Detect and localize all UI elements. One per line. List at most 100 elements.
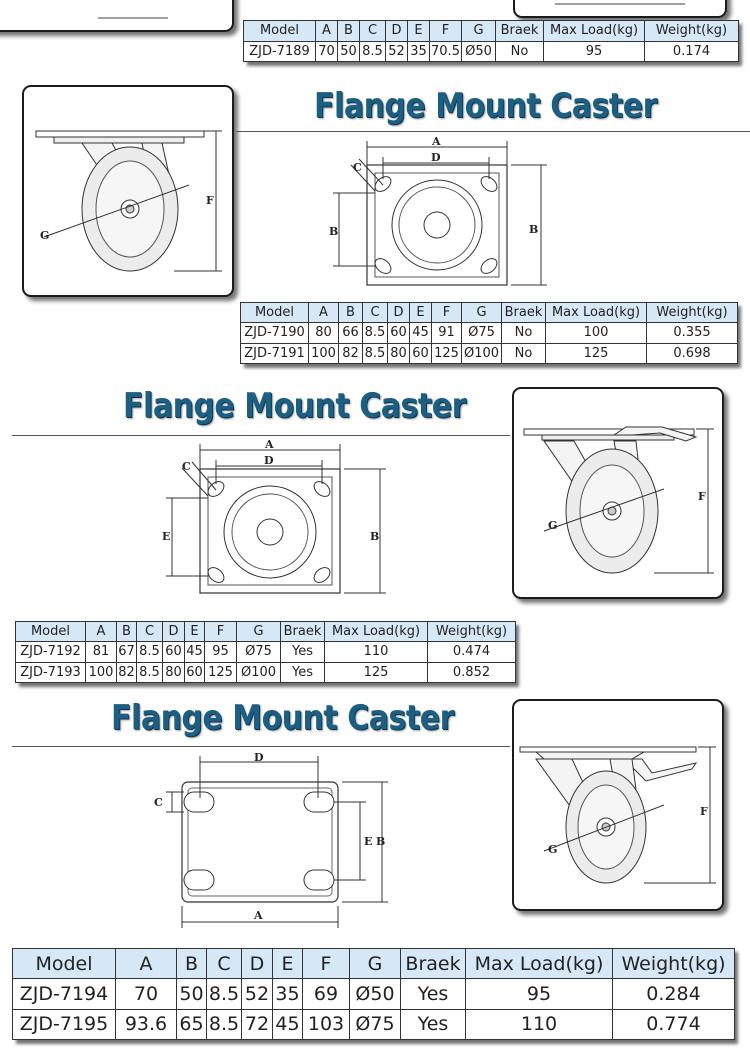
table-row: ZJD-7194 70 50 8.5 52 35 69 Ø50 Yes 95 0…: [12, 978, 735, 1010]
cell-c: 8.5: [206, 1008, 242, 1041]
header-b: B: [116, 620, 137, 643]
cell-e: 35: [272, 978, 303, 1010]
caster-photo-frame-2: F G: [22, 85, 234, 297]
header-brake: Braek: [495, 20, 544, 42]
cell-f: 91: [431, 322, 462, 344]
cell-a: 81: [85, 641, 117, 663]
header-d: D: [385, 20, 408, 42]
label-g: G: [548, 519, 557, 532]
header-a: A: [85, 620, 117, 643]
cell-g: Ø100: [236, 661, 281, 684]
cell-a: 80: [308, 322, 339, 344]
section-title: Flange Mount Caster: [123, 386, 466, 426]
cell-max-load: 125: [324, 661, 428, 684]
header-e: E: [272, 947, 303, 980]
header-max-load: Max Load(kg): [324, 620, 428, 643]
header-brake: Braek: [501, 301, 546, 324]
cell-d: 80: [387, 342, 410, 365]
cell-max-load: 100: [545, 322, 647, 344]
header-model: Model: [240, 301, 309, 324]
label-c: C: [182, 460, 191, 473]
cell-f: 95: [204, 641, 237, 663]
cell-b: 65: [176, 1008, 207, 1041]
table-row: ZJD-7192 81 67 8.5 60 45 95 Ø75 Yes 110 …: [15, 641, 516, 663]
spec-table-4: Model A B C D E F G Braek Max Load(kg) W…: [12, 947, 735, 1041]
cell-weight: 0.174: [644, 40, 739, 62]
cell-model: ZJD-7195: [12, 1008, 116, 1041]
cell-model: ZJD-7194: [12, 978, 116, 1010]
cell-d: 52: [385, 40, 408, 62]
cell-c: 8.5: [136, 661, 163, 684]
header-d: D: [241, 947, 273, 980]
flange-plate-drawing: D C E B A: [154, 751, 388, 928]
cell-max-load: 125: [545, 342, 647, 365]
label-a: A: [253, 909, 263, 922]
cell-model: ZJD-7189: [243, 40, 316, 62]
header-a: A: [115, 947, 177, 980]
header-max-load: Max Load(kg): [545, 301, 647, 324]
header-max-load: Max Load(kg): [465, 947, 613, 980]
caster-photo-frame-3: F G: [512, 387, 724, 599]
cell-brake: Yes: [280, 641, 325, 663]
header-f: F: [302, 947, 350, 980]
section-title: Flange Mount Caster: [314, 86, 657, 126]
cell-a: 100: [85, 661, 117, 684]
header-f: F: [429, 20, 462, 42]
header-weight: Weight(kg): [612, 947, 735, 980]
cell-brake: Yes: [280, 661, 325, 684]
label-f: F: [206, 194, 214, 207]
flange-plate-drawing: A D C E B: [162, 438, 386, 594]
cell-brake: Yes: [400, 978, 466, 1010]
cell-max-load: 95: [543, 40, 645, 62]
header-g: G: [461, 20, 496, 42]
cell-c: 8.5: [206, 978, 242, 1010]
cell-max-load: 110: [324, 641, 428, 663]
label-e: E: [364, 835, 372, 848]
table-row: ZJD-7193 100 82 8.5 80 60 125 Ø100 Yes 1…: [15, 661, 516, 684]
spec-table-2: Model A B C D E F G Braek Max Load(kg) W…: [240, 301, 738, 365]
cell-model: ZJD-7191: [240, 342, 309, 365]
table-header-row: Model A B C D E F G Braek Max Load(kg) W…: [12, 947, 735, 980]
table-row: ZJD-7191 100 82 8.5 80 60 125 Ø100 No 12…: [240, 342, 738, 365]
cell-a: 93.6: [115, 1008, 177, 1041]
header-d: D: [162, 620, 185, 643]
label-f: F: [698, 490, 706, 503]
label-e: B: [329, 225, 338, 238]
header-e: E: [184, 620, 205, 643]
caster-photo-frame-1: [0, 0, 234, 32]
cell-c: 8.5: [136, 641, 163, 663]
spec-table-1: Model A B C D E F G Braek Max Load(kg) W…: [243, 20, 739, 62]
cell-g: Ø50: [461, 40, 496, 62]
cell-d: 80: [162, 661, 185, 684]
cell-model: ZJD-7192: [15, 641, 86, 663]
cell-b: 67: [116, 641, 137, 663]
label-b: B: [370, 530, 379, 543]
header-weight: Weight(kg): [646, 301, 738, 324]
cell-brake: No: [501, 322, 546, 344]
label-a: A: [264, 438, 274, 451]
header-g: G: [349, 947, 401, 980]
section-divider: [12, 746, 510, 747]
cell-weight: 0.698: [646, 342, 738, 365]
table-header-row: Model A B C D E F G Braek Max Load(kg) W…: [243, 20, 739, 42]
cell-e: 45: [184, 641, 205, 663]
cell-g: Ø50: [349, 978, 401, 1010]
label-c: C: [353, 161, 362, 174]
header-model: Model: [243, 20, 316, 42]
cell-f: 125: [431, 342, 462, 365]
flange-plate-drawing: A D C B B: [329, 135, 547, 286]
label-c: C: [154, 796, 163, 809]
header-b: B: [337, 20, 360, 42]
cell-max-load: 95: [465, 978, 613, 1010]
caster-side-drawing-1: [98, 17, 168, 19]
cell-b: 82: [116, 661, 137, 684]
spec-table-3: Model A B C D E F G Braek Max Load(kg) W…: [15, 620, 516, 684]
label-g: G: [40, 229, 49, 242]
table-row: ZJD-7195 93.6 65 8.5 72 45 103 Ø75 Yes 1…: [12, 1008, 735, 1041]
header-c: C: [362, 301, 388, 324]
cell-g: Ø75: [236, 641, 281, 663]
cell-g: Ø75: [349, 1008, 401, 1041]
cell-g: Ø75: [461, 322, 502, 344]
table-row: ZJD-7189 70 50 8.5 52 35 70.5 Ø50 No 95 …: [243, 40, 739, 62]
cell-weight: 0.284: [612, 978, 735, 1010]
